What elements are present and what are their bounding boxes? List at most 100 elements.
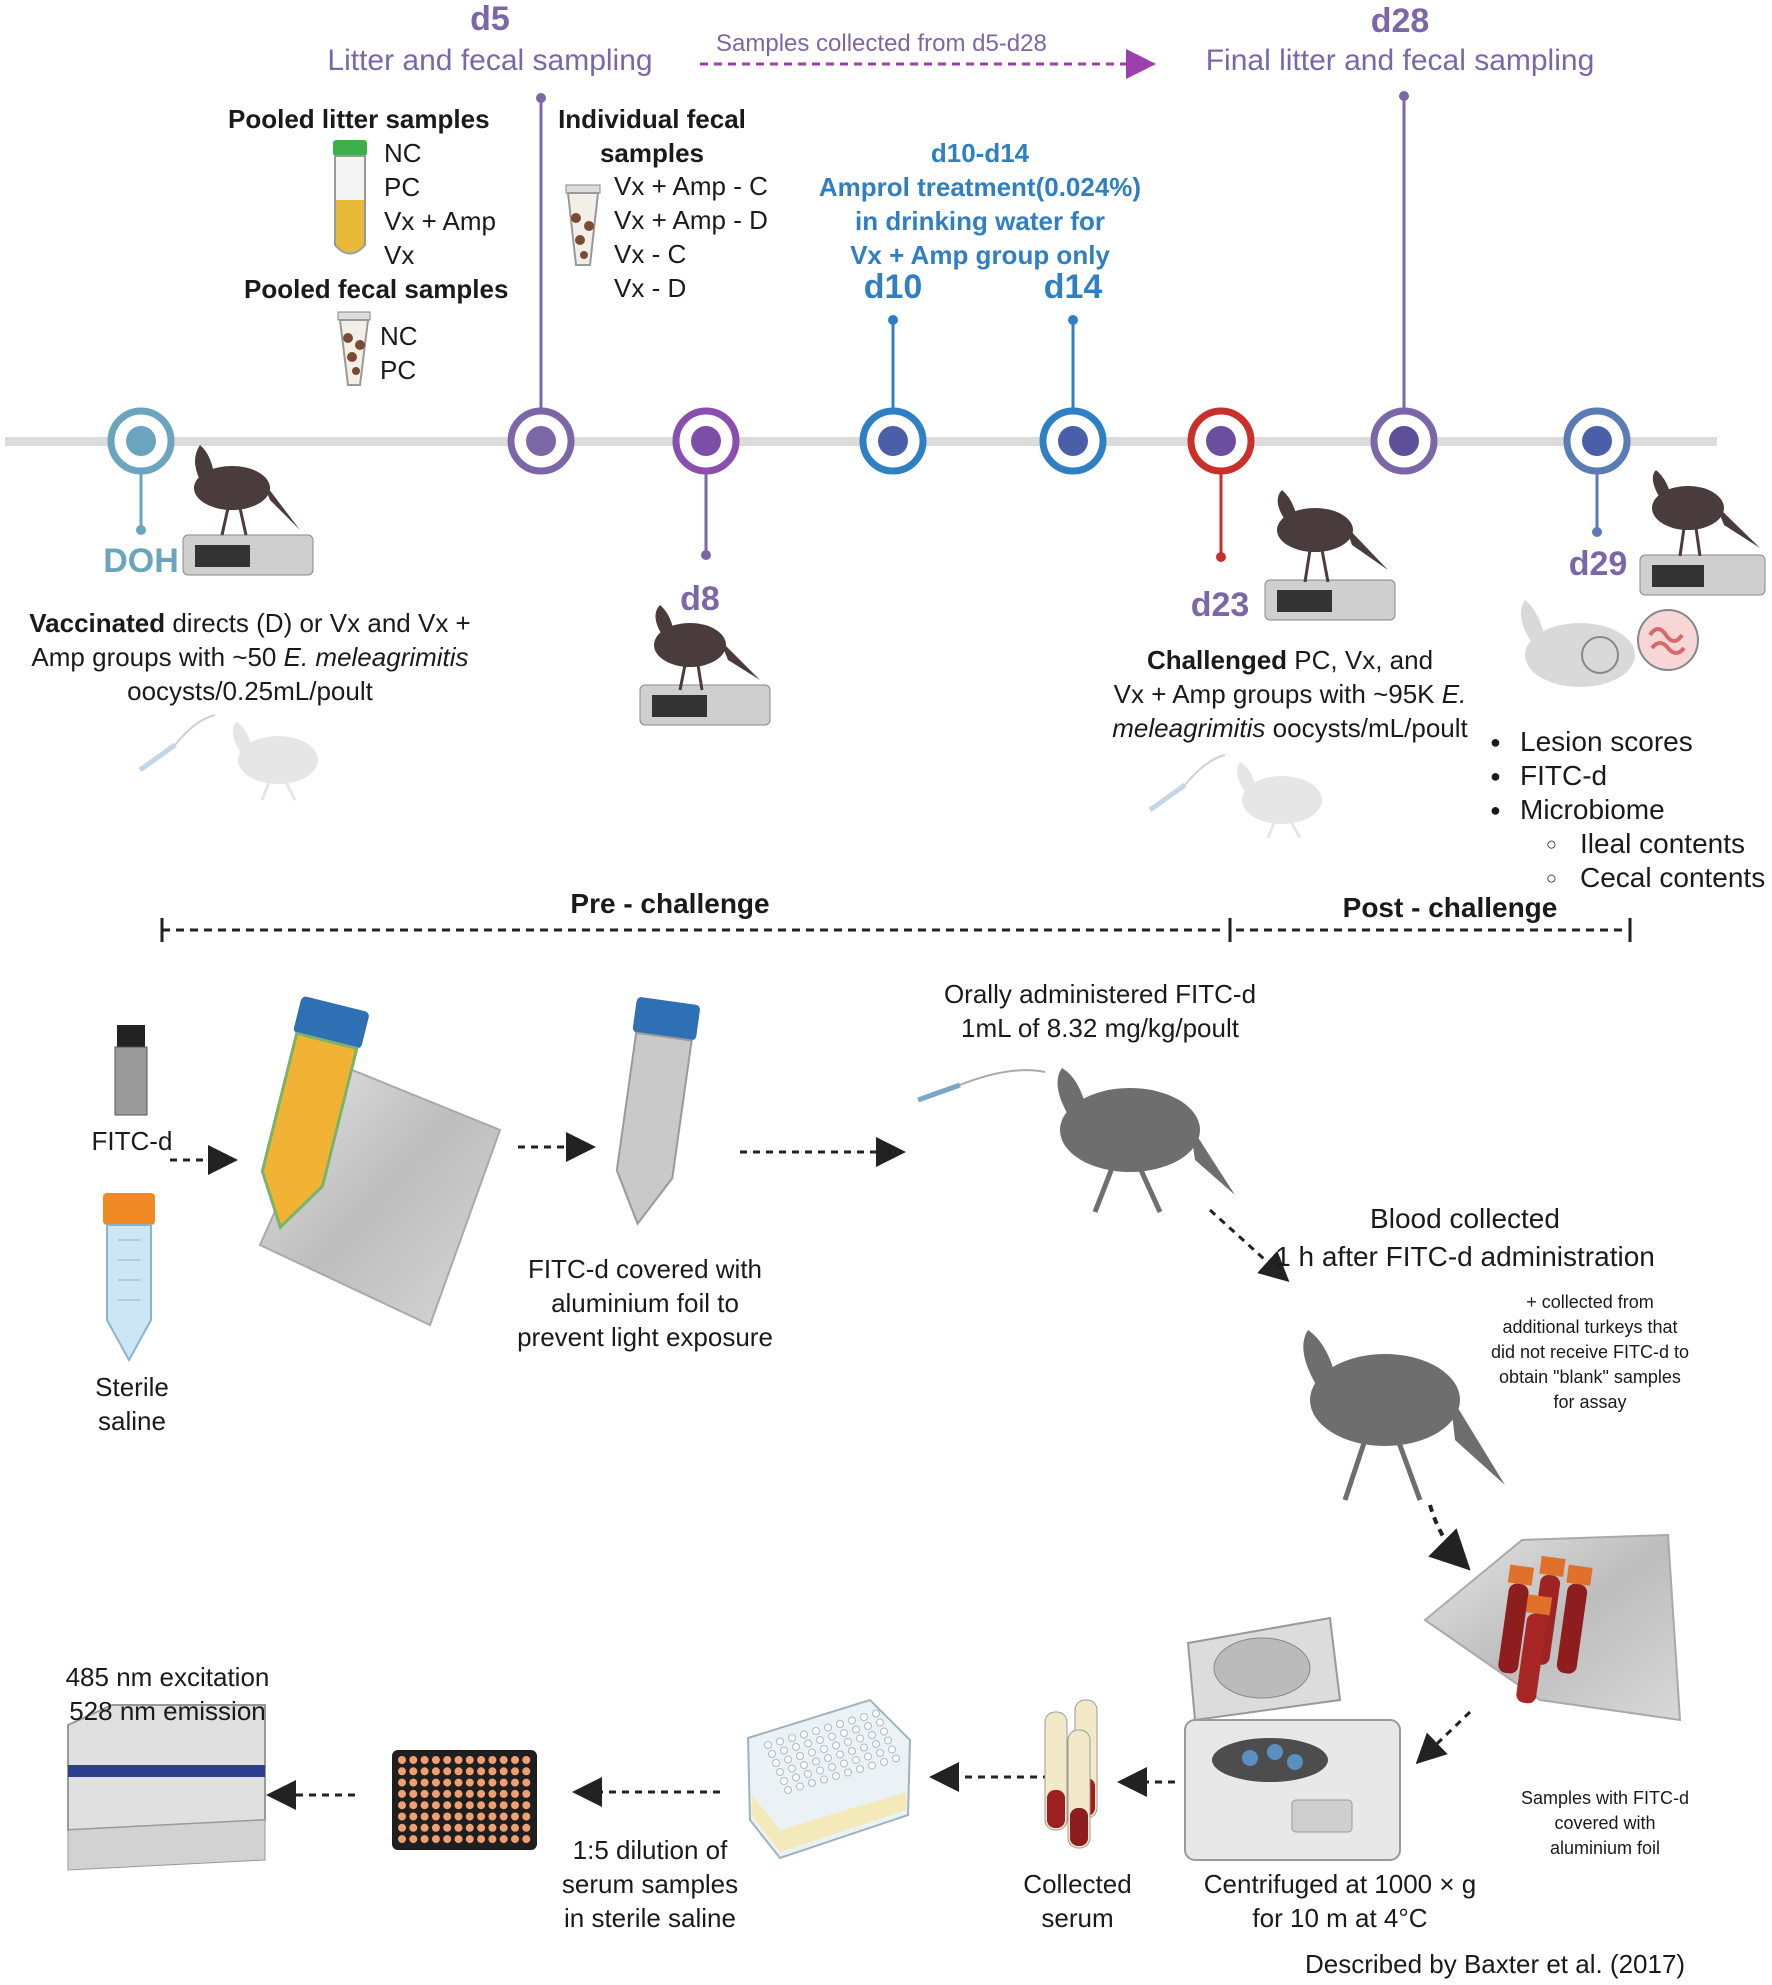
black-plate-icon xyxy=(392,1750,537,1850)
deep-well xyxy=(844,1768,852,1777)
pooled-fecal-item: NC xyxy=(380,321,418,351)
challenge-text: oocysts/mL/poult xyxy=(1265,713,1468,743)
node-d5 xyxy=(507,407,575,475)
saline-label-line: saline xyxy=(98,1406,166,1436)
deep-well xyxy=(808,1748,816,1757)
blank-note-line: + collected from xyxy=(1526,1292,1654,1312)
samples-range-label: Samples collected from d5-d28 xyxy=(716,30,1047,57)
plate-well xyxy=(477,1756,486,1764)
d28-day-label: d28 xyxy=(1370,2,1430,40)
vaccination-bold: Vaccinated xyxy=(29,608,166,638)
plate-well xyxy=(409,1756,418,1764)
plate-well xyxy=(477,1823,486,1832)
d28-title: Final litter and fecal sampling xyxy=(1205,44,1595,77)
blank-note-line: additional turkeys that xyxy=(1502,1317,1678,1337)
plate-well xyxy=(488,1812,497,1821)
plate-well xyxy=(499,1835,508,1844)
d14-day-label: d14 xyxy=(1043,268,1103,306)
plate-well xyxy=(477,1778,486,1787)
plate-well xyxy=(465,1778,474,1787)
deep-well xyxy=(828,1763,836,1771)
plate-well xyxy=(454,1778,463,1787)
deep-well xyxy=(844,1738,852,1746)
oral-admin-line: 1mL of 8.32 mg/kg/poult xyxy=(961,1013,1239,1043)
plate-well xyxy=(465,1767,474,1776)
amprol-line: d10-d14 xyxy=(930,138,1030,168)
plate-well xyxy=(465,1835,474,1844)
plate-well xyxy=(522,1801,531,1810)
amprol-treatment-note: d10-d14 Amprol treatment(0.024%) in drin… xyxy=(790,136,1170,272)
post-challenge-bracket xyxy=(1236,918,1632,942)
node-d10 xyxy=(859,407,927,475)
samples-foil-line: Samples with FITC-d xyxy=(1520,1788,1690,1808)
plate-well xyxy=(398,1812,406,1821)
foil-caption: FITC-d covered with aluminium foil to pr… xyxy=(480,1252,810,1354)
plate-well xyxy=(454,1812,463,1821)
plate-well xyxy=(454,1756,463,1764)
blood-tubes-foil-icon xyxy=(1423,1533,1682,1722)
challenge-species: meleagrimitis xyxy=(1112,713,1266,743)
plate-well xyxy=(409,1812,418,1821)
deep-well xyxy=(772,1759,780,1767)
serum-line: serum xyxy=(1041,1903,1114,1933)
deep-well xyxy=(860,1743,868,1752)
samples-foil-line: aluminium foil xyxy=(1549,1838,1661,1858)
litter-tube-icon xyxy=(333,140,367,255)
deep-well xyxy=(784,1755,792,1764)
deep-well xyxy=(804,1739,812,1748)
deep-well xyxy=(880,1758,888,1766)
deep-well xyxy=(864,1752,872,1761)
d5-title: Litter and fecal sampling xyxy=(327,44,653,77)
vaccination-text: directs (D) or Vx and Vx + xyxy=(165,608,471,638)
blank-note-line: obtain "blank" samples xyxy=(1499,1367,1681,1387)
plate-well xyxy=(431,1823,440,1832)
deep-well xyxy=(836,1720,844,1728)
oral-syringe-turkey-icon xyxy=(917,1068,1235,1214)
foil-wrapped-tube-icon xyxy=(615,997,700,1226)
plate-well xyxy=(409,1835,418,1844)
challenge-description: Challenged PC, Vx, and Vx + Amp groups w… xyxy=(1040,643,1540,745)
fitc-vial-icon xyxy=(114,1025,148,1116)
plate-well xyxy=(443,1812,452,1821)
plate-well xyxy=(409,1801,418,1810)
plate-well xyxy=(420,1767,429,1776)
scale-turkey-doh-icon xyxy=(182,445,314,576)
pooled-litter-title: Pooled litter samples xyxy=(228,104,490,134)
foil-caption-line: aluminium foil to xyxy=(551,1288,739,1318)
plate-well xyxy=(398,1756,406,1764)
deep-well xyxy=(800,1730,808,1739)
deep-well xyxy=(880,1727,888,1736)
centrifuge-line: Centrifuged at 1000 × g xyxy=(1203,1869,1477,1899)
pooled-litter-item: Vx + Amp xyxy=(384,206,496,236)
challenge-text: PC, Vx, and xyxy=(1287,645,1434,675)
deep-well xyxy=(876,1749,884,1757)
saline-tube-icon xyxy=(103,1193,155,1363)
fitc-label: FITC-d xyxy=(91,1126,173,1156)
plate-well xyxy=(522,1756,531,1764)
serum-tubes-icon xyxy=(1044,1699,1098,1849)
plate-well xyxy=(465,1756,474,1764)
scale-turkey-d8-icon xyxy=(639,605,771,726)
plate-well xyxy=(522,1835,531,1844)
plate-well xyxy=(454,1767,463,1776)
plate-well xyxy=(431,1756,440,1764)
plate-well xyxy=(499,1823,508,1832)
pooled-litter-item: NC xyxy=(384,138,422,168)
vaccination-text: oocysts/0.25mL/poult xyxy=(127,676,373,706)
node-d23 xyxy=(1187,407,1255,475)
plate-well xyxy=(431,1812,440,1821)
centrifuge-caption: Centrifuged at 1000 × g for 10 m at 4°C xyxy=(1160,1867,1520,1935)
pooled-litter-item: Vx xyxy=(384,240,415,270)
d23-day-label: d23 xyxy=(1190,586,1250,624)
plate-well xyxy=(454,1835,463,1844)
challenge-bold: Challenged xyxy=(1146,645,1288,675)
pooled-fecal-title: Pooled fecal samples xyxy=(244,274,509,304)
citation: Described by Baxter et al. (2017) xyxy=(1305,1949,1686,1979)
plate-well xyxy=(398,1789,406,1798)
reader-line: 528 nm emission xyxy=(69,1696,266,1726)
individual-fecal-item: Vx - D xyxy=(614,273,687,303)
deep-well xyxy=(848,1747,856,1755)
pooled-litter-list: NC PC Vx + Amp Vx xyxy=(384,136,496,272)
plate-well xyxy=(398,1801,406,1810)
plate-well xyxy=(409,1778,418,1787)
